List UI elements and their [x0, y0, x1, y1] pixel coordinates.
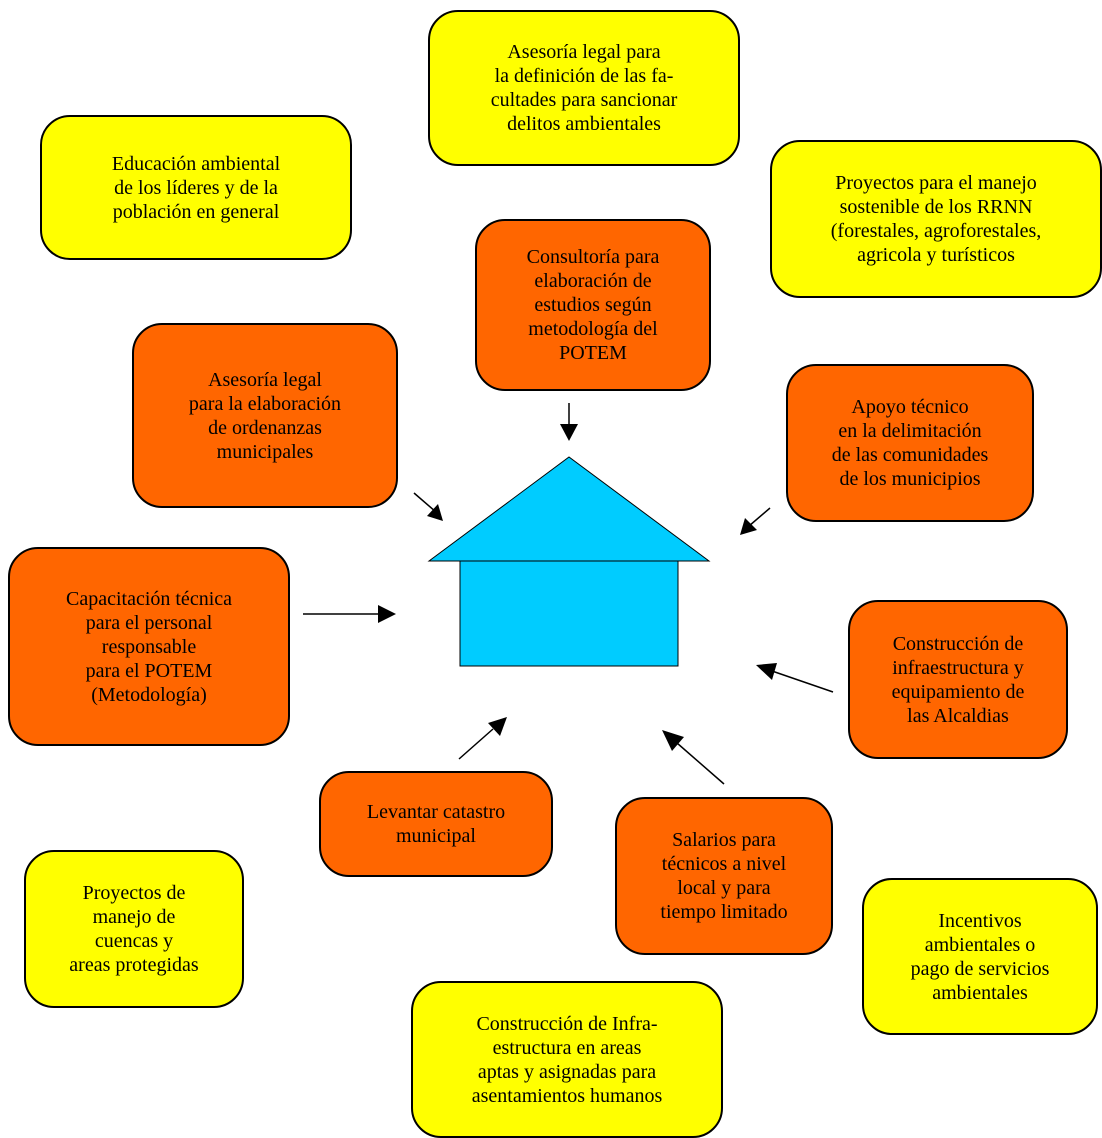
box-apoyo-tecnico: Apoyo técnico en la delimitación de las …: [786, 364, 1034, 522]
box-apoyo-tecnico-text: Apoyo técnico en la delimitación de las …: [831, 396, 989, 490]
box-salarios-tecnicos-text: Salarios para técnicos a nivel local y p…: [660, 829, 788, 923]
box-educacion-ambiental-text: Educación ambiental de los líderes y de …: [111, 152, 281, 223]
box-asesoria-sancionar-text: Asesoría legal para la definición de las…: [490, 41, 678, 135]
box-proyectos-rrnn-text: Proyectos para el manejo sostenible de l…: [830, 172, 1042, 266]
box-educacion-ambiental: Educación ambiental de los líderes y de …: [40, 115, 352, 260]
box-construccion-alcaldias-text: Construcción de infraestructura y equipa…: [891, 632, 1025, 727]
box-levantar-catastro: Levantar catastro municipal: [319, 771, 553, 877]
house-body: [459, 560, 679, 667]
box-construccion-asentamientos: Construcción de Infra- estructura en are…: [411, 981, 723, 1138]
arrow-from-apoyo-tecnico: [748, 507, 771, 527]
box-salarios-tecnicos: Salarios para técnicos a nivel local y p…: [615, 797, 833, 955]
box-proyectos-cuencas: Proyectos de manejo de cuencas y areas p…: [24, 850, 244, 1008]
arrowhead-levantar-catastro: [488, 717, 507, 736]
box-incentivos-ambientales-text: Incentivos ambientales o pago de servici…: [910, 909, 1050, 1004]
box-consultoria-potem: Consultoría para elaboración de estudios…: [475, 219, 711, 391]
arrow-from-construccion-alcaldias: [771, 670, 834, 693]
box-asesoria-ordenanzas-text: Asesoría legal para la elaboración de or…: [188, 368, 342, 463]
box-consultoria-potem-text: Consultoría para elaboración de estudios…: [526, 246, 660, 364]
box-capacitacion-tecnica-text: Capacitación técnica para el personal re…: [65, 587, 232, 706]
box-construccion-asentamientos-text: Construcción de Infra- estructura en are…: [471, 1012, 663, 1107]
arrowhead-capacitacion: [378, 605, 396, 623]
house-icon: [427, 456, 711, 667]
arrow-from-asesoria-ordenanzas: [413, 492, 437, 513]
house-roof: [427, 456, 711, 562]
box-construccion-alcaldias: Construcción de infraestructura y equipa…: [848, 600, 1068, 759]
arrowhead-asesoria-ordenanzas: [427, 504, 443, 521]
box-incentivos-ambientales: Incentivos ambientales o pago de servici…: [862, 878, 1098, 1035]
box-capacitacion-tecnica: Capacitación técnica para el personal re…: [8, 547, 290, 746]
arrow-from-levantar-catastro: [458, 728, 494, 760]
arrowhead-construccion-alcaldias: [756, 663, 777, 680]
arrowhead-consultoria: [560, 424, 578, 441]
box-asesoria-sancionar: Asesoría legal para la definición de las…: [428, 10, 740, 166]
arrowhead-apoyo-tecnico: [740, 518, 757, 535]
box-levantar-catastro-text: Levantar catastro municipal: [366, 801, 506, 847]
box-proyectos-cuencas-text: Proyectos de manejo de cuencas y areas p…: [69, 882, 199, 976]
arrow-from-salarios: [676, 742, 725, 785]
box-asesoria-ordenanzas: Asesoría legal para la elaboración de or…: [132, 323, 398, 508]
box-proyectos-rrnn: Proyectos para el manejo sostenible de l…: [770, 140, 1102, 298]
arrowhead-salarios: [662, 730, 684, 751]
